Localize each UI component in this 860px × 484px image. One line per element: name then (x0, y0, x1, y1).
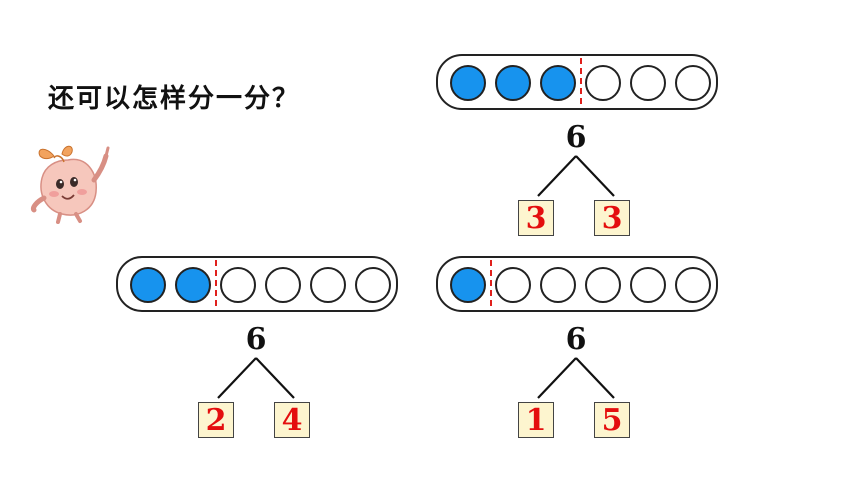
filled-counter (130, 267, 166, 303)
decomposition-group: 6 1 5 (436, 256, 718, 456)
left-part-box: 1 (518, 402, 554, 438)
counter-bar (436, 54, 718, 110)
decomposition-group: 6 3 3 (436, 54, 718, 254)
filled-counter (450, 65, 486, 101)
branch-lines (217, 357, 295, 399)
empty-counter (355, 267, 391, 303)
branch-line (217, 357, 257, 399)
split-divider (215, 260, 217, 306)
split-divider (490, 260, 492, 306)
empty-counter (675, 65, 711, 101)
branch-lines (537, 357, 615, 399)
right-part-box: 3 (594, 200, 630, 236)
left-part-box: 3 (518, 200, 554, 236)
peach-mascot-icon (31, 145, 110, 224)
question-text: 还可以怎样分一分？ (48, 84, 301, 114)
branch-lines (537, 155, 615, 197)
total-number: 6 (565, 120, 587, 155)
empty-counter (630, 65, 666, 101)
right-part-box: 4 (274, 402, 310, 438)
branch-line (537, 155, 577, 197)
branch-line (537, 357, 577, 399)
branch-line (575, 357, 615, 399)
empty-counter (585, 267, 621, 303)
filled-counter (175, 267, 211, 303)
counter-bar (116, 256, 398, 312)
split-divider (580, 58, 582, 104)
left-part-box: 2 (198, 402, 234, 438)
total-number: 6 (565, 322, 587, 357)
branch-line (255, 357, 295, 399)
filled-counter (450, 267, 486, 303)
filled-counter (540, 65, 576, 101)
empty-counter (630, 267, 666, 303)
empty-counter (220, 267, 256, 303)
empty-counter (495, 267, 531, 303)
branch-line (575, 155, 615, 197)
counter-bar (436, 256, 718, 312)
empty-counter (675, 267, 711, 303)
empty-counter (265, 267, 301, 303)
empty-counter (585, 65, 621, 101)
empty-counter (540, 267, 576, 303)
right-part-box: 5 (594, 402, 630, 438)
filled-counter (495, 65, 531, 101)
empty-counter (310, 267, 346, 303)
total-number: 6 (245, 322, 267, 357)
decomposition-group: 6 2 4 (116, 256, 398, 456)
